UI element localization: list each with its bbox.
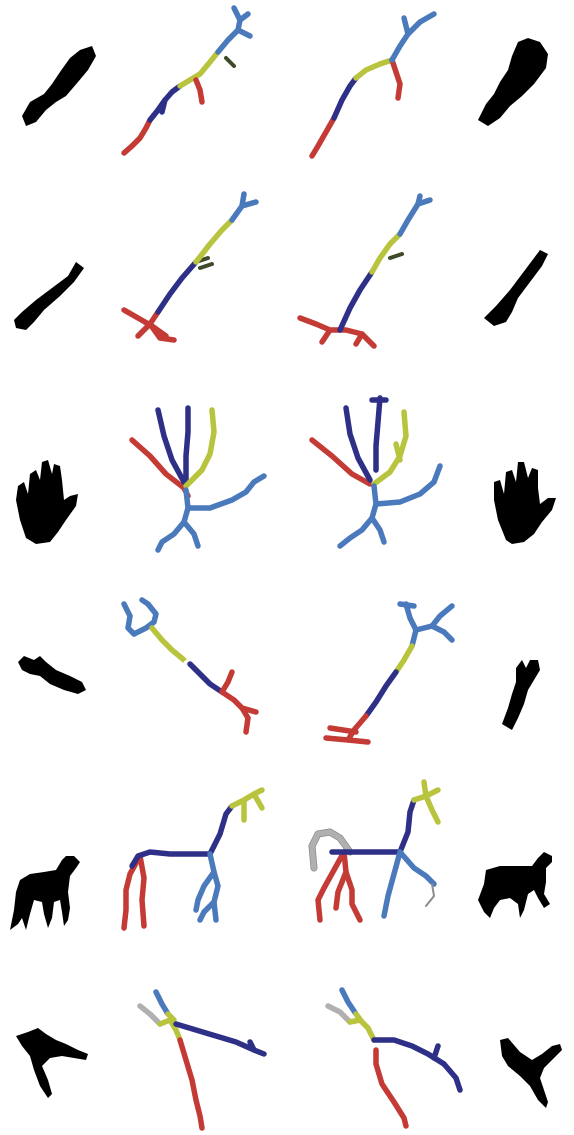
wrench-skeleton-right [326, 604, 452, 742]
cleaver-skeleton-left [124, 8, 250, 153]
hand-silhouette-right [494, 462, 556, 544]
hand-skeleton-right [312, 398, 440, 546]
row-hammer [14, 194, 548, 346]
pliers-skeleton-left [140, 992, 264, 1128]
wrench-silhouette-left [18, 656, 86, 694]
row-horse [10, 782, 552, 930]
hammer-silhouette-right [484, 250, 548, 326]
row-cleaver [22, 8, 548, 156]
horse-skeleton-right [312, 782, 438, 920]
horse-silhouette-right [478, 852, 552, 918]
row-pliers [16, 990, 562, 1128]
horse-skeleton-left [124, 790, 262, 928]
pliers-silhouette-right [500, 1038, 562, 1108]
horse-silhouette-left [10, 856, 80, 930]
row-hand [16, 398, 556, 550]
hammer-skeleton-left [124, 194, 256, 340]
cleaver-silhouette-right [478, 38, 548, 126]
wrench-silhouette-right [502, 660, 540, 730]
row-wrench [18, 600, 540, 742]
pliers-silhouette-left [16, 1028, 88, 1098]
cleaver-silhouette-left [22, 46, 96, 126]
cleaver-skeleton-right [312, 14, 434, 156]
hammer-skeleton-right [300, 196, 430, 346]
hand-silhouette-left [16, 460, 78, 544]
pliers-skeleton-right [328, 990, 460, 1126]
hammer-silhouette-left [14, 262, 84, 330]
hand-skeleton-left [132, 408, 264, 550]
wrench-skeleton-left [124, 600, 256, 732]
